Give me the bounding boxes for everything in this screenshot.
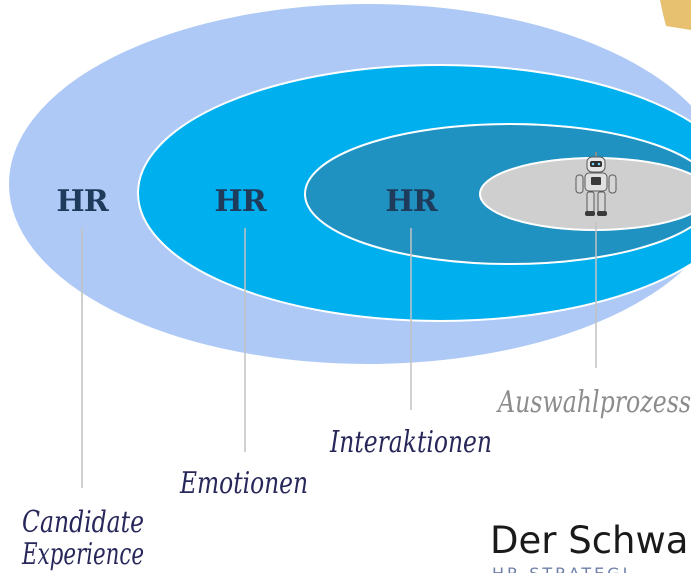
hr-label-third: HR (385, 184, 438, 219)
sticky-note-icon (660, 0, 691, 30)
inner-core-ellipse (479, 157, 691, 231)
label-emotionen: Emotionen (179, 466, 308, 501)
label-candidate-line1: Candidate (22, 505, 144, 540)
label-candidate-line2: Experience (21, 537, 144, 572)
robot-icon (575, 152, 617, 216)
label-auswahlprozess: Auswahlprozess (496, 385, 691, 420)
hr-label-outer: HR (56, 184, 109, 219)
brand-title: Der Schwa (490, 519, 688, 562)
label-interaktionen: Interaktionen (329, 425, 492, 460)
hr-label-second: HR (214, 184, 267, 219)
brand-subtitle: HR STRATEGI (492, 564, 630, 573)
leader-lines (81, 222, 597, 488)
